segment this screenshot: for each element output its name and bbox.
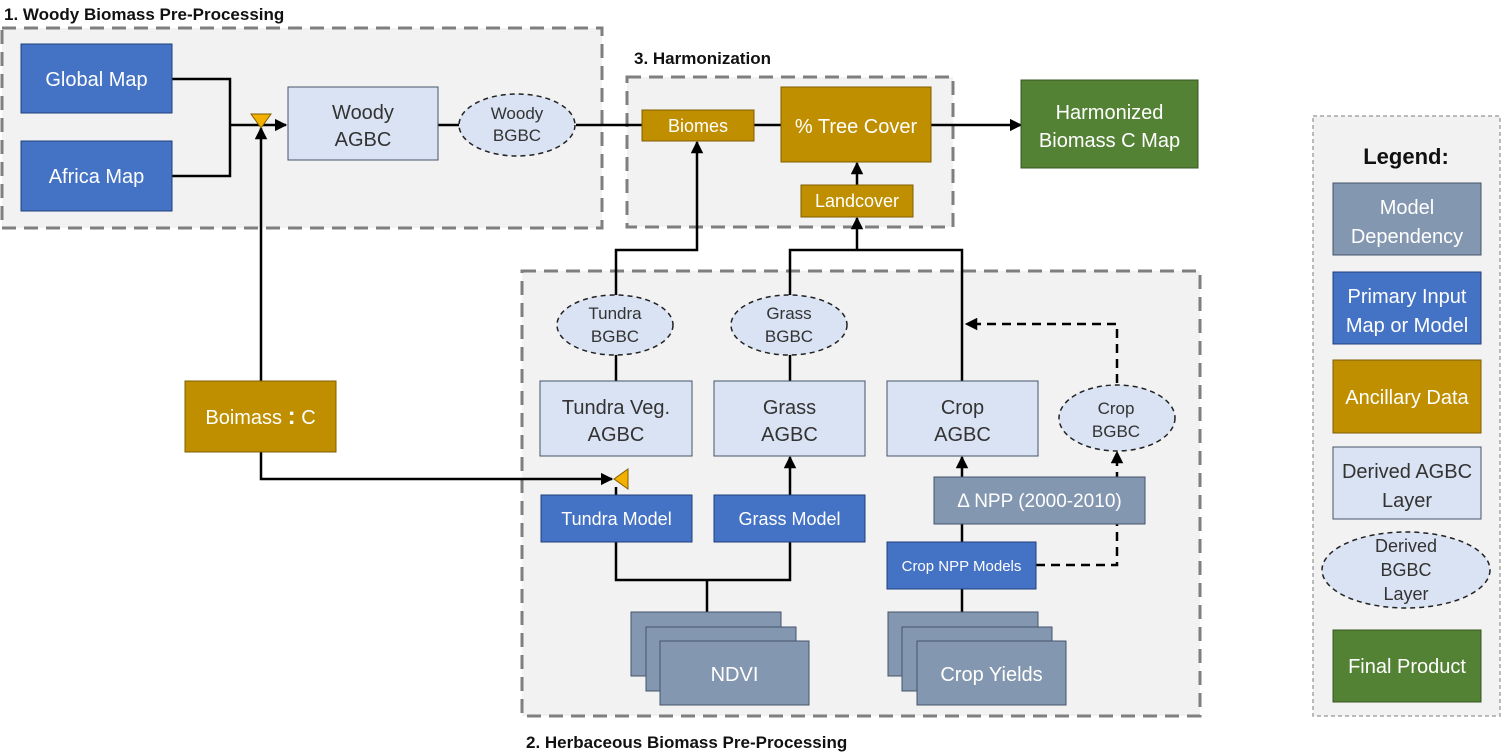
woody-bgbc-ellipse (458, 93, 576, 157)
legend-primary-input-label-2: Map or Model (1346, 315, 1468, 337)
grass-model-label: Grass Model (738, 509, 840, 529)
grass-bgbc-ellipse (730, 294, 848, 356)
africa-map-label: Africa Map (49, 166, 145, 188)
woody-agbc-box (287, 86, 439, 161)
legend-derived-bgbc-label-2: BGBC (1380, 560, 1431, 580)
biomass-c-to-tundra (259, 452, 614, 486)
woody-agbc-label-2: AGBC (335, 129, 392, 151)
biomass-c-box (184, 380, 337, 453)
biomes-label: Biomes (668, 116, 728, 136)
ndvi-stack-front (659, 640, 810, 706)
legend-final-product-swatch (1332, 629, 1482, 703)
legend-derived-agbc-label-2: Layer (1382, 490, 1432, 512)
woody-junction-marker (250, 113, 272, 129)
grass-agbc-label-2: AGBC (761, 424, 818, 446)
landcover-box (800, 184, 914, 218)
biomes-box (641, 109, 755, 142)
woody-bgbc-label-1: Woody (491, 104, 544, 123)
legend-primary-input-swatch (1332, 271, 1482, 345)
harmonization-section-title: 3. Harmonization (634, 49, 771, 68)
crop-npp-models-box (886, 541, 1037, 590)
tundra-model-label: Tundra Model (561, 509, 671, 529)
crop-yields-label: Crop Yields (940, 664, 1042, 686)
tree-cover-label: % Tree Cover (795, 116, 918, 138)
woody-bgbc-label-2: BGBC (493, 126, 541, 145)
biomass-c-label: Boimass : C (205, 403, 315, 430)
woody-agbc-label-1: Woody (332, 102, 394, 124)
global-map-box (20, 43, 173, 114)
delta-npp-label: Δ NPP (2000-2010) (957, 491, 1121, 512)
legend-derived-bgbc-label-3: Layer (1383, 584, 1428, 604)
legend-primary-input-label-1: Primary Input (1348, 286, 1467, 308)
africa-map-connector (172, 125, 232, 178)
crop-agbc-label-2: AGBC (934, 424, 991, 446)
legend-model-dependency-swatch (1332, 182, 1482, 256)
crop-bgbc-to-herb-line (964, 317, 1119, 383)
global-map-label: Global Map (45, 69, 147, 91)
legend-model-dependency-label-1: Model (1380, 197, 1434, 219)
crop-yields-stack-front (916, 640, 1067, 706)
tundra-agbc-label-2: AGBC (588, 424, 645, 446)
grass-model-box (713, 494, 866, 543)
woody-section-title: 1. Woody Biomass Pre-Processing (4, 5, 284, 24)
crop-agbc-label-1: Crop (941, 397, 984, 419)
legend-ancillary-swatch (1332, 359, 1482, 434)
tundra-bgbc-ellipse (556, 294, 674, 356)
legend-model-dependency-label-2: Dependency (1351, 226, 1463, 248)
delta-npp-box (933, 476, 1146, 525)
crop-npp-models-label: Crop NPP Models (902, 558, 1022, 575)
grass-bgbc-label-2: BGBC (765, 327, 813, 346)
crop-bgbc-label-1: Crop (1098, 399, 1135, 418)
ndvi-to-models (614, 542, 792, 612)
grass-agbc-label-1: Grass (763, 397, 816, 419)
legend-title: Legend: (1363, 144, 1449, 169)
herbaceous-section-title: 2. Herbaceous Biomass Pre-Processing (526, 733, 847, 752)
legend-derived-bgbc-swatch (1321, 531, 1491, 609)
tree-cover-box (780, 86, 932, 163)
crop-bgbc-label-2: BGBC (1092, 422, 1140, 441)
tundra-agbc-label-1: Tundra Veg. (562, 397, 670, 419)
legend-derived-agbc-label-1: Derived AGBC (1342, 461, 1472, 483)
global-map-connector (172, 77, 232, 125)
tundra-agbc-box (539, 380, 693, 457)
crop-agbc-box (886, 380, 1039, 457)
grass-bgbc-label-1: Grass (766, 304, 811, 323)
grass-agbc-box (713, 380, 866, 457)
tundra-bgbc-label-1: Tundra (588, 304, 642, 323)
crop-bgbc-ellipse (1058, 384, 1176, 452)
harmonized-label-2: Biomass C Map (1039, 130, 1180, 152)
landcover-label: Landcover (815, 191, 899, 211)
tundra-model-box (540, 494, 693, 543)
legend-ancillary-label: Ancillary Data (1345, 387, 1469, 409)
tundra-bgbc-label-2: BGBC (591, 327, 639, 346)
harmonized-label-1: Harmonized (1056, 102, 1164, 124)
legend-derived-agbc-swatch (1332, 446, 1482, 520)
legend-final-product-label: Final Product (1348, 656, 1466, 678)
tundra-bgbc-to-biomes (614, 140, 704, 296)
ndvi-label: NDVI (711, 664, 759, 686)
grass-bgbc-up (788, 248, 964, 385)
tundra-junction-marker (613, 468, 629, 490)
legend-derived-bgbc-label-1: Derived (1375, 536, 1437, 556)
africa-map-box (20, 140, 173, 212)
harmonized-box (1020, 79, 1199, 169)
